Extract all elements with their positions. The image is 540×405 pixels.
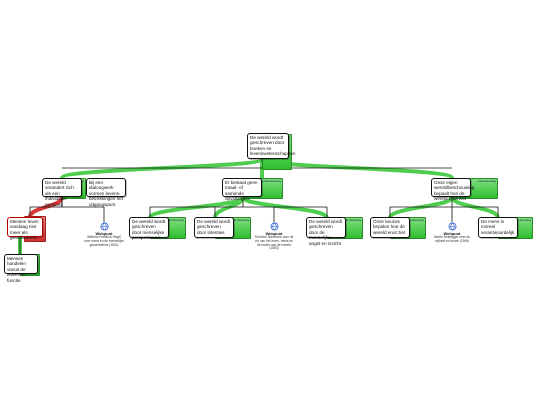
globe-icon [448, 222, 456, 231]
claim-c2[interactable]: De mens is moreel verantwoordelijk [478, 217, 518, 238]
objection-a[interactable]: Mensen leven vandaag niet meer als gesch… [7, 217, 43, 240]
link-b-b3 [241, 195, 329, 220]
claim-b[interactable]: Er bestaat geen totaal- of samende opvat… [222, 178, 262, 201]
line-b [149, 195, 328, 222]
root-claim[interactable]: De wereld wordt geschreven door boeken e… [247, 133, 295, 159]
line-a-weblink [61, 195, 105, 222]
weblink-w3[interactable]: Webpunt Martin Heidegger over de vrijhei… [432, 222, 472, 244]
claim-b2[interactable]: De wereld wordt geschreven door intentie… [194, 217, 234, 238]
claim-b1[interactable]: De wereld wordt geschreven door menselij… [129, 217, 169, 240]
claim-a-support[interactable]: Mensen handelen vanuit de zuiverste func… [4, 254, 38, 283]
claim-a[interactable]: De wereld verandert zich als een individ… [42, 178, 82, 207]
weblink-w1[interactable]: Webpunt Wilhelm Friedrich Hegel over men… [84, 222, 124, 247]
globe-icon [100, 222, 108, 231]
claim-c1[interactable]: Onze keuzes bepalen hoe de wereld eruit … [370, 217, 410, 238]
weblink-w2[interactable]: Webpunt Friedrich Nietzsche over de zin … [254, 222, 294, 251]
claim-c[interactable]: Onze eigen wereldbeschouwing bepaalt hoe… [431, 178, 474, 201]
claim-b3[interactable]: De wereld wordt geschreven door de mense… [306, 217, 346, 246]
link-root-a [60, 157, 264, 180]
claim-a2[interactable]: Bij een dialoogwerk vormen levens- betre… [86, 178, 126, 207]
globe-icon [270, 222, 278, 231]
line-c [389, 195, 499, 222]
